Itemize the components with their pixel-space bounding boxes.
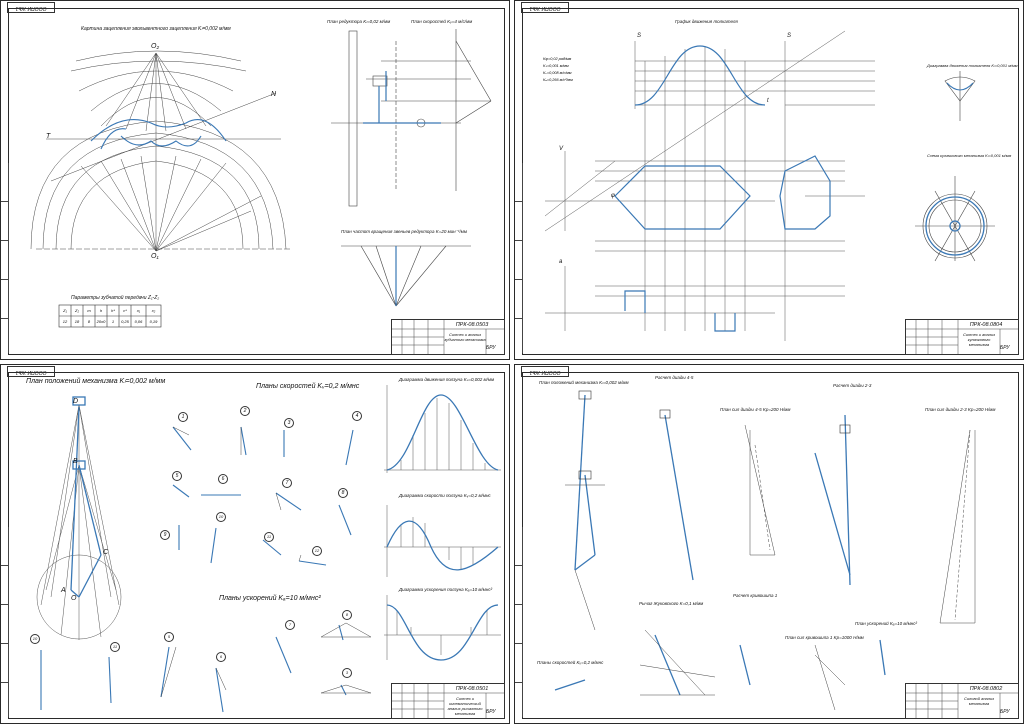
label-t: T [46, 133, 51, 140]
motion-graph-title: График движения толкателя [675, 19, 738, 24]
gear-drawing [30, 29, 492, 328]
drawing-name: Силовой анализ механизма [963, 696, 995, 706]
drawing-name: Синтез и кинематический анализ рычажного… [447, 696, 483, 716]
forces-45-title: План сил диады 4-5 Kp=200 Н/мм [720, 407, 791, 412]
scale-line: Kₛ=0,001 м/мм [543, 64, 569, 68]
velocity-plan-title: Планы скоростей Kᵥ=0,2 м/мнс [537, 660, 604, 665]
zhukovsky-title: Рычаг Жуковского K=0,1 м/мм [639, 601, 704, 606]
param-head: h* [111, 308, 115, 313]
gear-params-table: Z₁ Z₂ m h h* c* x₁ x₂ 12 18 8 20x0 1 0,2… [59, 305, 161, 327]
param-head: Z₁ [63, 308, 67, 313]
forces-crank-title: План сил кривошипа 1 Kp=1000 Н/мм [785, 635, 864, 640]
accel-plans-title: Планы ускорений Kₐ=10 м/мнс² [219, 595, 321, 602]
accel-diagram-title: Диаграмма ускорения ползуна Kₐ=10 м/мнс² [399, 587, 493, 592]
crank-title: Расчет кривошипа 1 [733, 593, 778, 598]
drawing-name: Синтез и анализ кулачкового механизма [962, 332, 996, 347]
group-45-title: Расчет диады 4-5 [655, 375, 694, 380]
param-value: 20x0 [96, 319, 106, 324]
param-head: x₂ [151, 308, 156, 313]
drawing-sheet-cam: ОООПИ-ЖЬ1 [514, 0, 1024, 360]
accel-plan-title: План ускорений Kₐ=10 м/мнс² [855, 621, 918, 626]
title-block: ПРК-08.0802 Силовой анализ механизма БРУ [905, 683, 1019, 719]
gear-mesh-title: Картина зацепления эвольвентного зацепле… [81, 26, 231, 32]
drawing-code: ПРК-08.0503 [455, 322, 489, 328]
drawing-sheet-linkage: ОООПИ-ЖЬ1 [0, 364, 510, 724]
organization: БРУ [1000, 709, 1010, 715]
param-head: Z₂ [75, 308, 79, 313]
gear-params-label: Параметры зубчатой передачи Z₁-Z₂ [71, 295, 160, 301]
axis-s: S [787, 33, 792, 39]
drawing-sheet-force: ОООПИ-ЖЬ1 План [514, 364, 1024, 724]
param-head: h [99, 308, 103, 313]
organization: БРУ [486, 345, 496, 351]
displacement-diagram-title: Диаграмма движения ползуна Kₛ=0,002 м/мм [399, 377, 495, 382]
sheet-side-strip [1, 163, 9, 353]
forces-23-title: План сил диады 2-3 Kp=200 Н/мм [925, 407, 996, 412]
sheet-side-strip [1, 527, 9, 717]
drawing-code: ПРК-08.0804 [969, 322, 1003, 328]
point-a: A [61, 587, 66, 594]
title-block: ПРК-08.0804 Синтез и анализ кулачкового … [905, 319, 1019, 355]
axis-phi: φ [611, 193, 615, 199]
axis-s: S [637, 33, 642, 39]
param-value: 1 [111, 319, 115, 324]
param-value: 0,06 [134, 319, 143, 324]
point-o: O [71, 595, 77, 602]
positions-plan-title: План положений механизма Kₗ=0,002 м/мм [26, 378, 166, 385]
linkage-drawing [36, 385, 501, 713]
scale-list: Kφ=0,02 рад/мм Kₛ=0,001 м/мм Kᵥ=0,008 м/… [543, 56, 573, 84]
drawing-code: ПРК-08.0501 [455, 686, 489, 692]
title-block: ПРК-08.0503 Синтез и анализ зубчатого ме… [391, 319, 505, 355]
positions-plan-title: План положений механизма Kₗ=0,002 м/мм [539, 380, 629, 385]
param-head: m [87, 308, 91, 313]
cam-drawing [544, 30, 995, 341]
param-value: 8 [87, 319, 91, 324]
scale-line: Kₐ=0,266 м/с²/мм [543, 78, 573, 82]
sheet-side-strip [515, 163, 523, 353]
axis-t: t [767, 98, 769, 104]
param-head: c* [123, 308, 127, 313]
drawing-sheet-gear: ОООПИ-ЖЬ1 [0, 0, 510, 360]
organization: БРУ [486, 709, 496, 715]
param-value: 0,25 [121, 319, 129, 324]
cam-profile-title: Диаграмма движения толкателя Kₗ=0,001 м/… [927, 63, 1018, 68]
label-n: N [271, 91, 277, 98]
velocity-plan-label: План скоростей Kᵥ=4 м/с/мм [411, 19, 473, 24]
reducer-plan-label: План редуктора Kₗ=0,02 м/мм [327, 19, 391, 24]
label-o2: O₂ [151, 43, 160, 50]
scale-line: Kφ=0,02 рад/мм [543, 57, 572, 61]
drawing-name: Синтез и анализ зубчатого механизма [444, 332, 486, 342]
velocity-plans-title: Планы скоростей Kᵥ=0,2 м/мнс [256, 383, 360, 390]
cam-synthesis-title: Схема кулачкового механизма Kₗ=0,001 м/м… [927, 153, 1012, 158]
organization: БРУ [1000, 345, 1010, 351]
point-c: C [103, 549, 109, 556]
point-b: B [73, 458, 78, 465]
frequency-plan-label: План частот вращения звеньев редуктора K… [341, 229, 467, 234]
scale-line: Kᵥ=0,008 м/с/мм [543, 71, 572, 75]
axis-a: a [559, 259, 563, 265]
param-value: 18 [74, 319, 80, 324]
sheet-side-strip [515, 527, 523, 717]
param-head: x₁ [136, 308, 141, 313]
drawing-code: ПРК-08.0802 [969, 686, 1003, 692]
force-drawing [554, 390, 976, 711]
param-value: 0,19 [149, 319, 158, 324]
title-block: ПРК-08.0501 Синтез и кинематический анал… [391, 683, 505, 719]
param-value: 12 [62, 319, 68, 324]
label-o1: O₁ [151, 253, 159, 260]
point-d: D [73, 398, 79, 405]
group-23-title: Расчет диады 2-3 [833, 383, 872, 388]
velocity-diagram-title: Диаграмма скорости ползуна Kᵥ=0,2 м/мнс [399, 493, 491, 498]
axis-v: V [559, 146, 564, 152]
